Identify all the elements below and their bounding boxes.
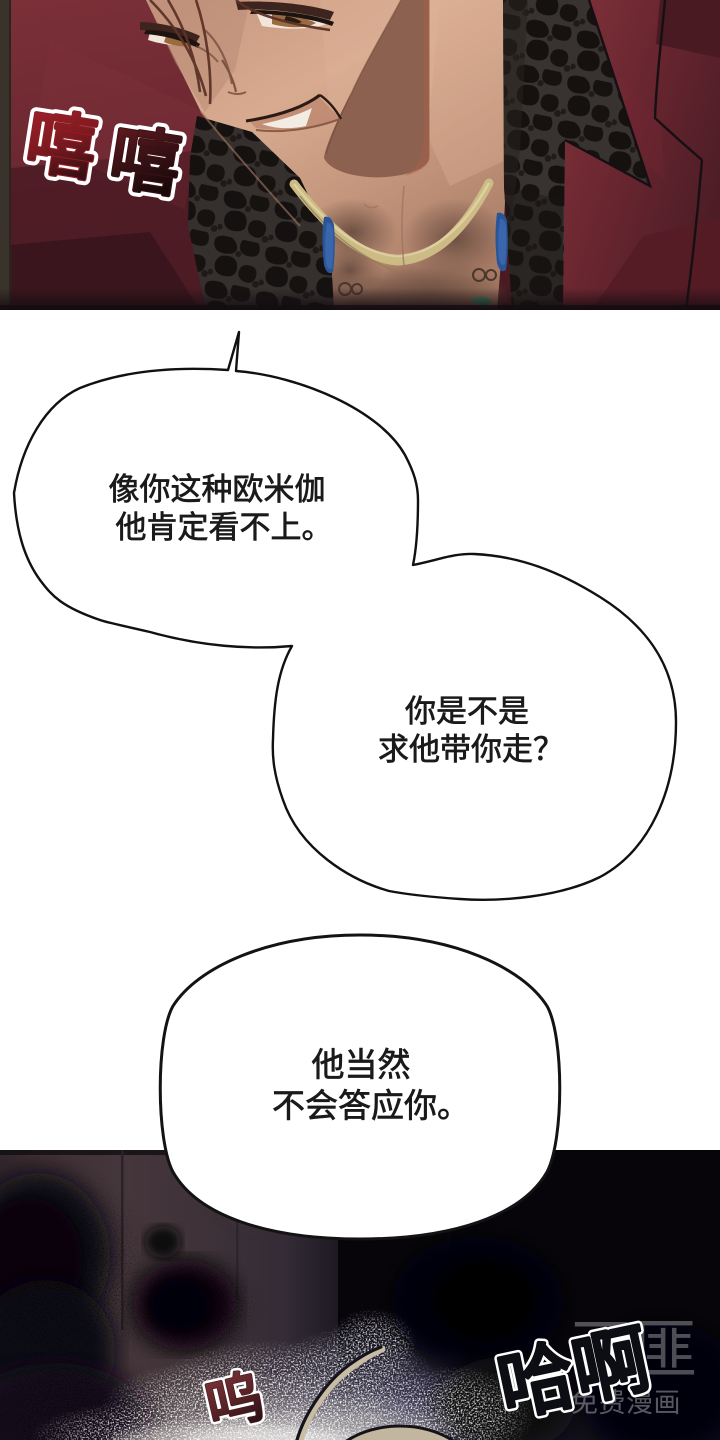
- svg-text:免费漫画: 免费漫画: [571, 1388, 681, 1418]
- svg-text:他当然: 他当然: [312, 1046, 411, 1083]
- svg-text:求他带你走？: 求他带你走？: [378, 732, 564, 767]
- svg-text:不会答应你。: 不会答应你。: [272, 1087, 470, 1124]
- svg-text:你是不是: 你是不是: [405, 694, 529, 729]
- svg-text:嘻: 嘻: [21, 102, 102, 190]
- svg-text:画匪: 画匪: [569, 1314, 697, 1386]
- svg-text:像你这种欧米伽: 像你这种欧米伽: [109, 472, 326, 507]
- svg-text:嘻: 嘻: [105, 118, 186, 206]
- svg-text:嘻: 嘻: [21, 102, 102, 190]
- svg-text:他肯定看不上。: 他肯定看不上。: [116, 510, 333, 545]
- svg-text:嘻: 嘻: [105, 118, 186, 206]
